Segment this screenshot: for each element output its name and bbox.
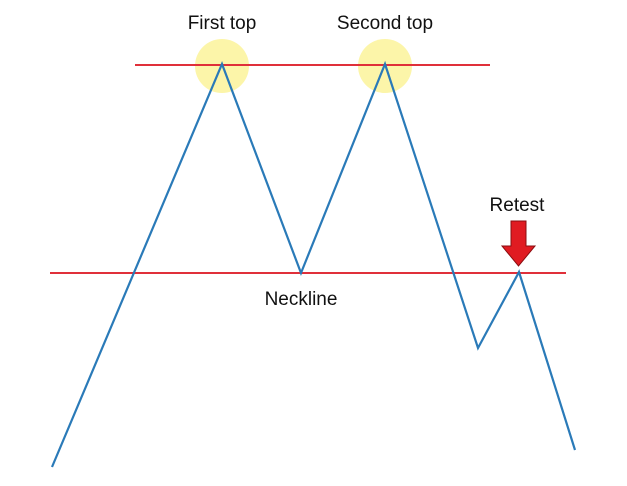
retest-label: Retest [490,195,546,216]
neckline-label: Neckline [265,289,338,310]
second-top-label: Second top [337,13,433,34]
down-arrow-icon [500,220,537,267]
first-top-label: First top [188,13,257,34]
price-line [50,60,577,468]
